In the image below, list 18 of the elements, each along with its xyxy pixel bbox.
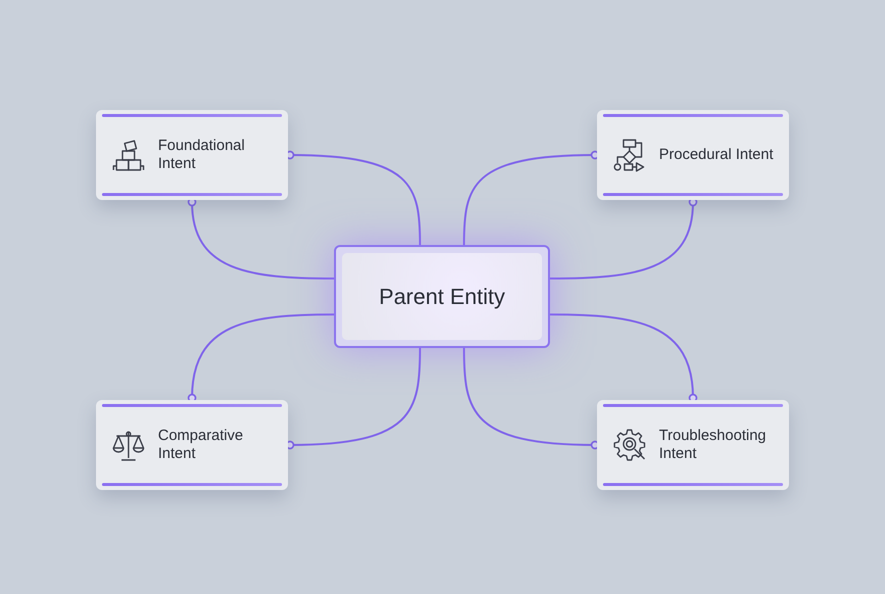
intent-card (597, 110, 789, 200)
node-label: Comparative Intent (158, 427, 244, 463)
connector-line (286, 150, 421, 246)
connector-line (550, 314, 698, 402)
node-label: Foundational Intent (158, 137, 246, 173)
parent-entity-box (334, 245, 550, 348)
node-label: Procedural Intent (659, 146, 774, 164)
connector-line (188, 198, 334, 280)
intent-card (96, 400, 288, 490)
node-title: Parent Entity (379, 284, 505, 310)
intent-card (96, 110, 288, 200)
connector-line (286, 348, 421, 450)
connector-line (463, 348, 600, 450)
connector-line (463, 150, 600, 246)
connector-line (188, 314, 334, 402)
node-label: Troubleshooting Intent (659, 427, 768, 463)
connector-line (550, 198, 698, 280)
intent-card (597, 400, 789, 490)
